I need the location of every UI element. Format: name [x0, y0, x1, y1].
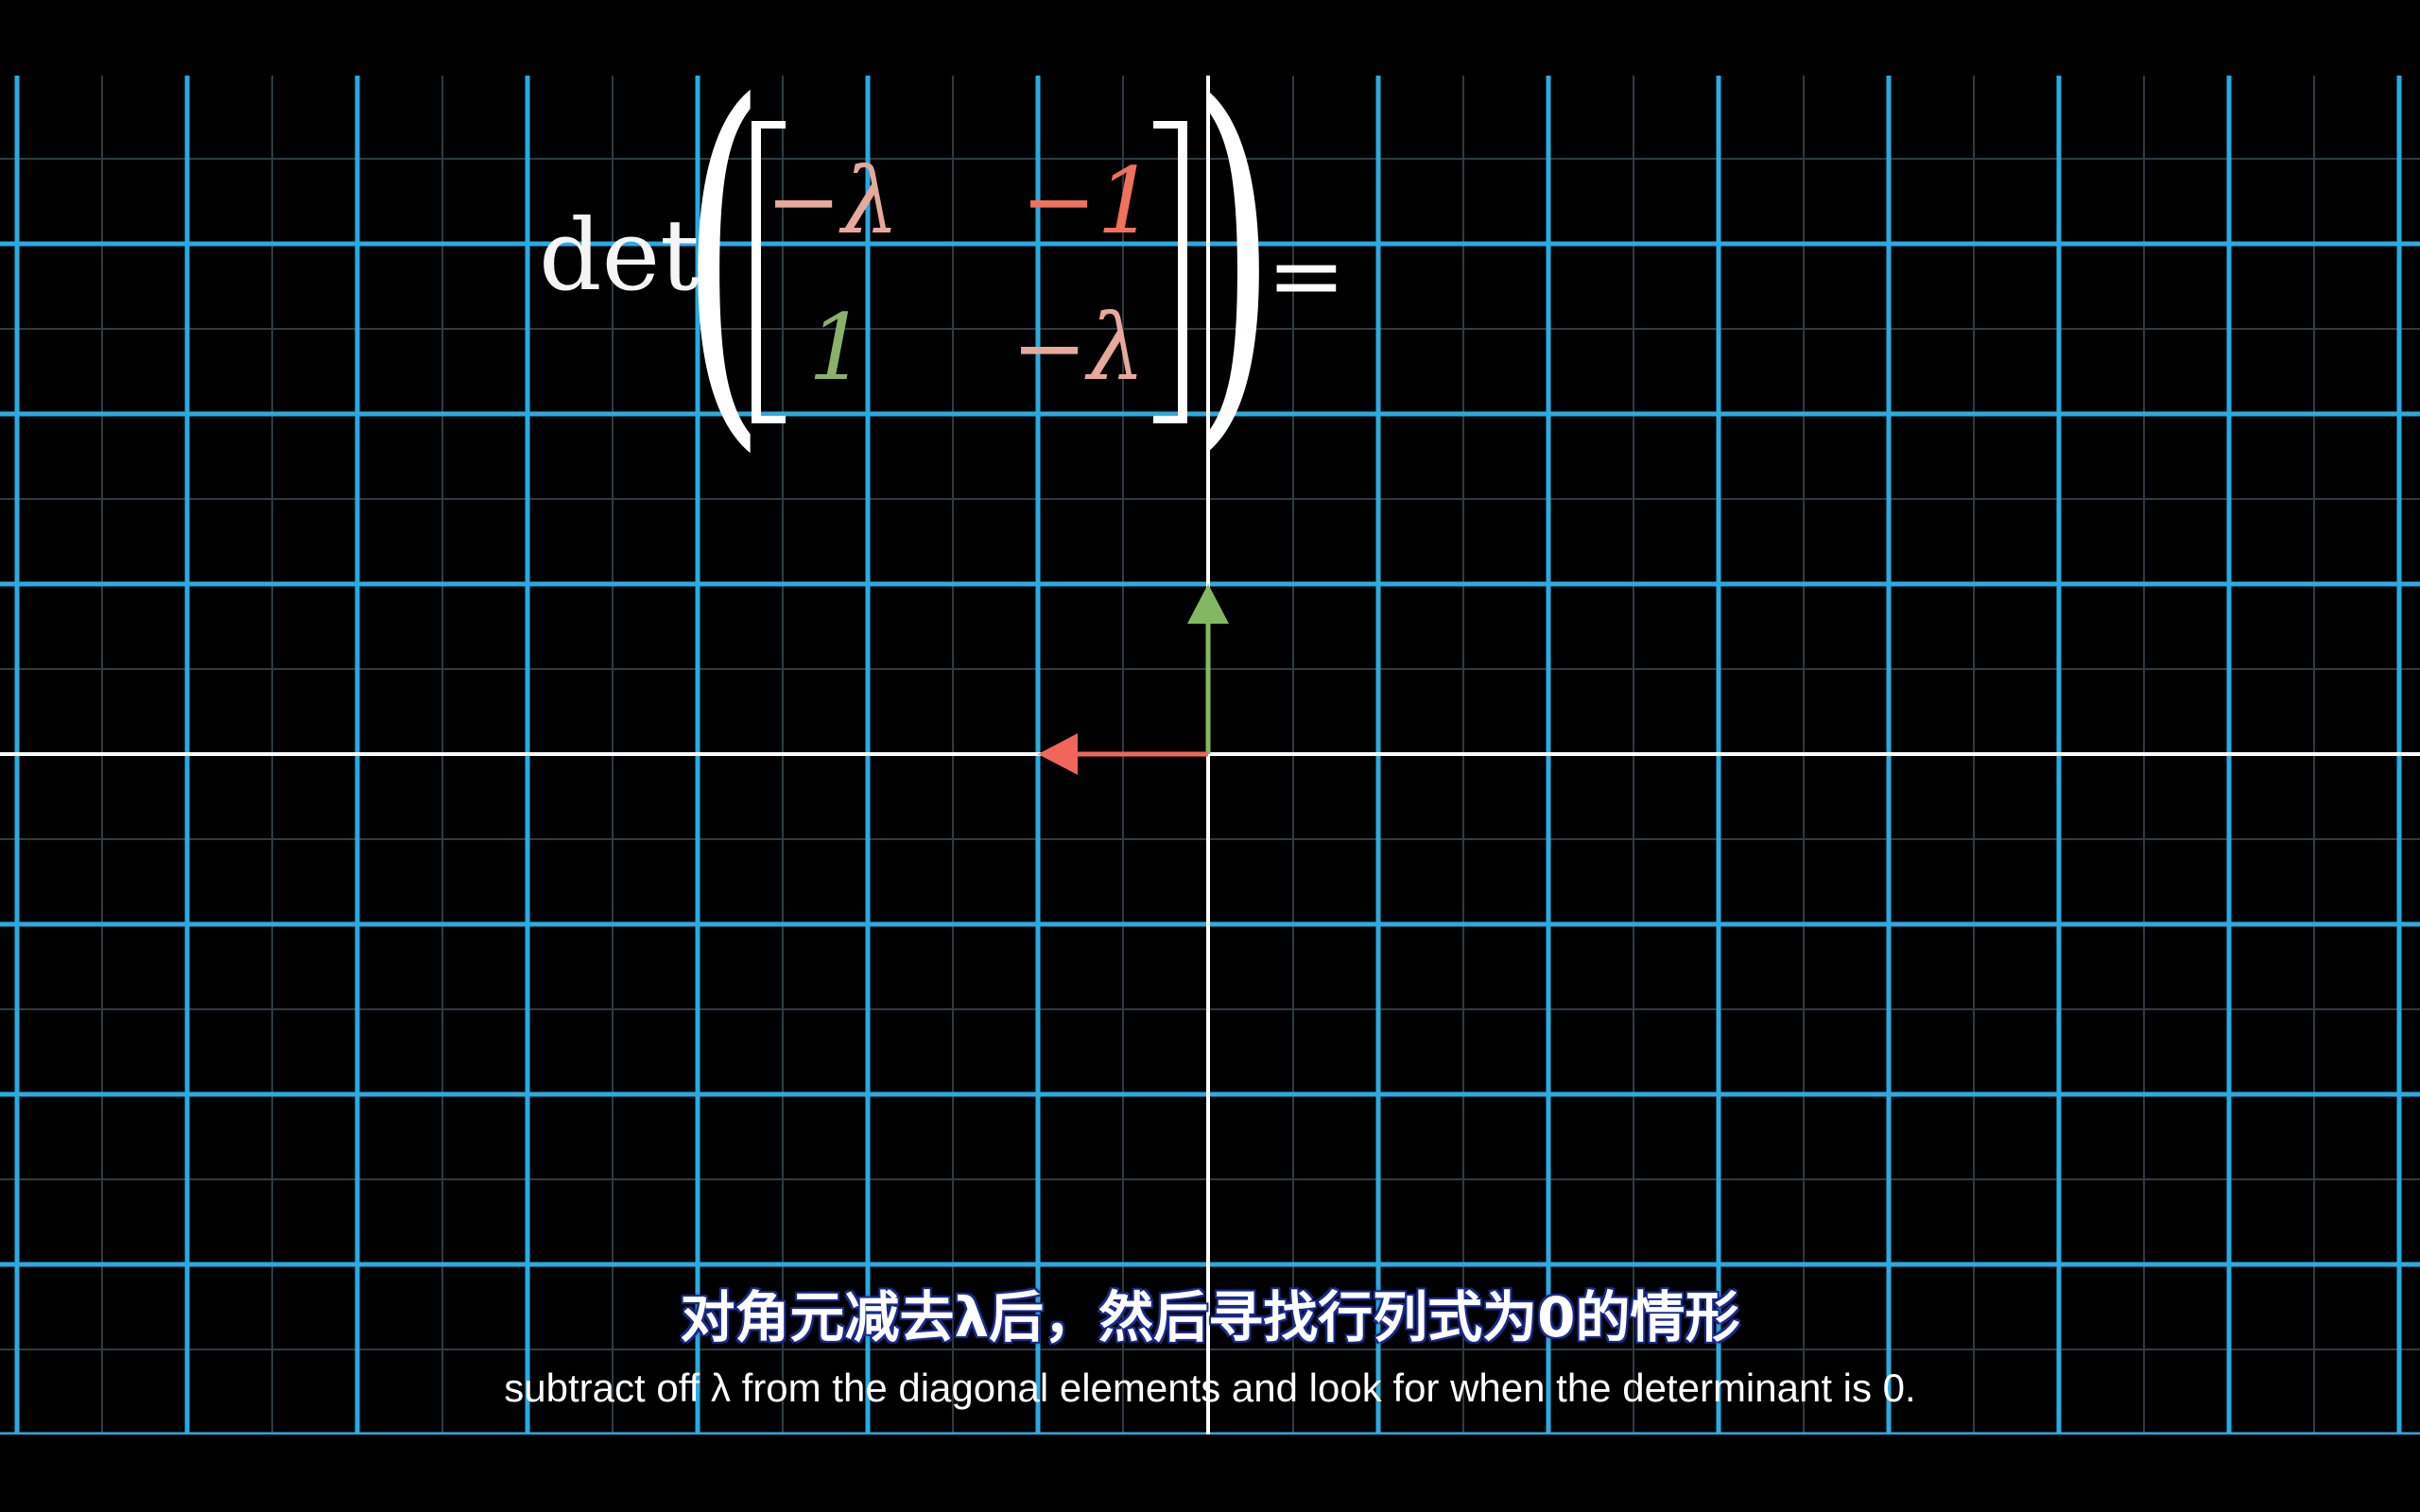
matrix-entry-1-2: −1: [1021, 148, 1155, 254]
determinant-formula: det ( −λ −1 1 −λ ) =: [529, 57, 1380, 454]
red-vector-head: [1038, 733, 1078, 775]
subtitle-chinese: 对角元减去λ后，然后寻找行列式为0的情形: [680, 1285, 1740, 1349]
bottom-letterbox: [0, 1435, 2420, 1512]
top-letterbox: [0, 0, 2420, 76]
subtitles: 对角元减去λ后，然后寻找行列式为0的情形 subtract off λ from…: [0, 1285, 2420, 1412]
equals-sign: =: [1267, 220, 1346, 331]
matrix-entry-1-1: −λ: [766, 148, 900, 254]
subtitle-english: subtract off λ from the diagonal element…: [504, 1365, 1916, 1410]
left-bracket: [752, 121, 786, 423]
matrix-entry-2-1: 1: [808, 295, 867, 401]
right-parenthesis: ): [1191, 24, 1277, 486]
right-bracket: [1153, 121, 1187, 423]
vectors: [1038, 584, 1229, 775]
green-vector-head: [1187, 584, 1229, 624]
det-label: det: [539, 198, 700, 313]
matrix-entry-2-2: −λ: [1011, 295, 1146, 401]
